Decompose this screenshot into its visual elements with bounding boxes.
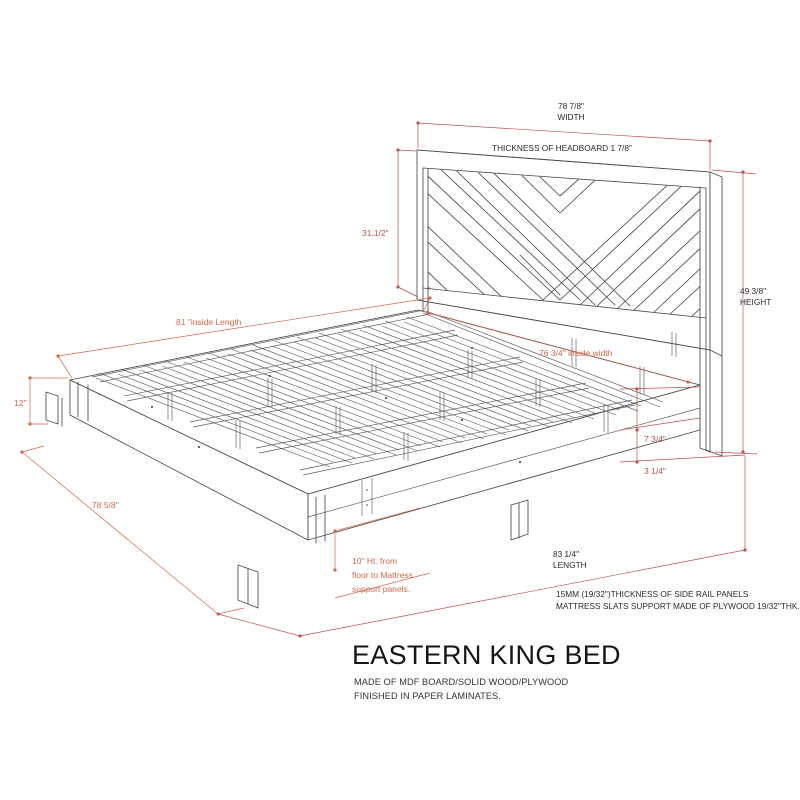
side-rail-thickness-note: 15MM (19/32")THICKNESS OF SIDE RAIL PANE… bbox=[556, 589, 749, 599]
depth-dimension: 78 5/8" bbox=[92, 500, 119, 510]
overall-height-label: HEIGHT bbox=[740, 297, 772, 307]
width-dimension-value: 78 7/8" bbox=[557, 101, 584, 111]
length-dimension-value: 83 1/4" bbox=[553, 549, 580, 559]
page-title: EASTERN KING BED bbox=[352, 640, 621, 670]
length-dimension-label: LENGTH bbox=[553, 560, 587, 570]
inside-length-dimension: 81 "inside Length bbox=[176, 317, 242, 327]
slats-material-note: MATTRESS SLATS SUPPORT MADE OF PLYWOOD 1… bbox=[556, 601, 800, 611]
center-supports bbox=[167, 332, 677, 461]
mattress-height-note-line2: floor to Mattress bbox=[352, 570, 413, 580]
width-dimension-label: WIDTH bbox=[557, 112, 585, 122]
subtitle-line-2: FINISHED IN PAPER LAMINATES. bbox=[354, 691, 501, 701]
inside-width-dimension: 76 3/4" inside width bbox=[539, 348, 613, 358]
mattress-height-note-line3: support panels. bbox=[352, 584, 411, 594]
headboard-height-dimension: 31.1/2" bbox=[362, 228, 389, 238]
support-beams bbox=[123, 329, 636, 476]
mattress-height-note-line1: 10" Ht. from bbox=[352, 556, 398, 566]
overall-height-value: 49 3/8" bbox=[740, 286, 767, 296]
headboard-group bbox=[416, 149, 723, 457]
dimension-lines bbox=[20, 121, 758, 638]
hardware-marks bbox=[150, 346, 522, 464]
mattress-slats bbox=[95, 310, 664, 468]
foot-panel-lower-dimension: 3 1/4" bbox=[644, 466, 666, 476]
headboard-thickness-note: THICKNESS OF HEADBOARD 1 7/8" bbox=[492, 143, 632, 153]
subtitle-line-1: MADE OF MDF BOARD/SOLID WOOD/PLYWOOD bbox=[354, 677, 569, 687]
chevron-pattern bbox=[428, 169, 700, 317]
foot-panel-upper-dimension: 7 3/4" bbox=[644, 434, 666, 444]
side-rail-height-dimension: 12" bbox=[14, 398, 27, 408]
bed-platform-group bbox=[45, 309, 701, 609]
